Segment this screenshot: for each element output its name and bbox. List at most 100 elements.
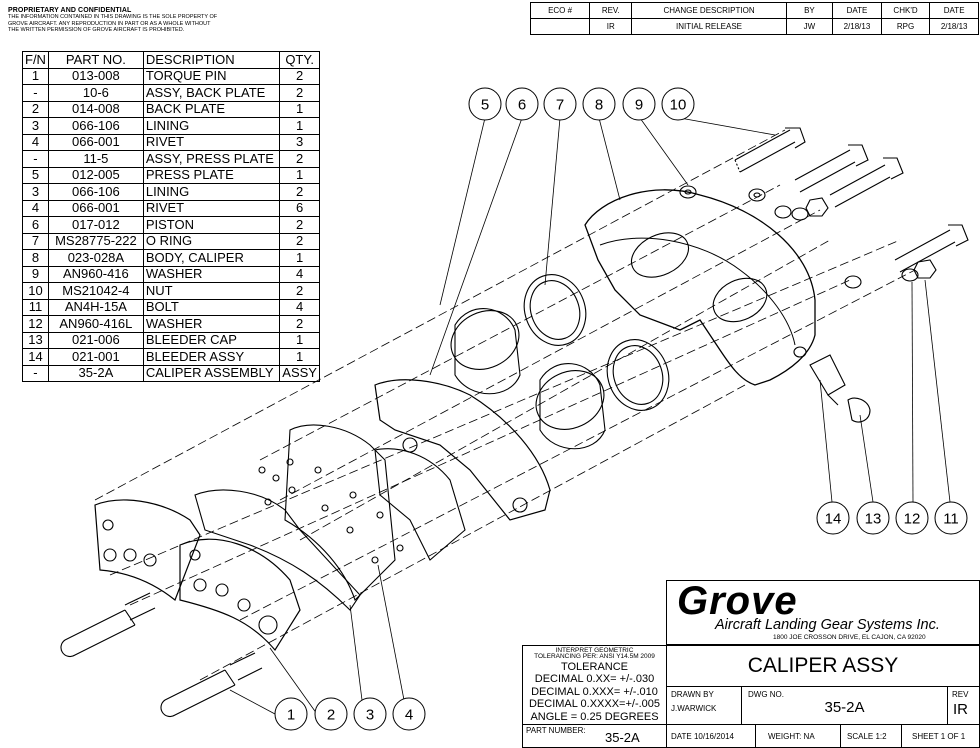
caliper-body bbox=[584, 189, 816, 386]
balloon: 2 bbox=[314, 697, 348, 731]
parts-cell: 012-005 bbox=[47, 166, 144, 184]
rev-cell: IR bbox=[589, 18, 633, 35]
rev-value: IR bbox=[953, 701, 968, 718]
back-plate bbox=[94, 499, 201, 601]
balloons-top: 5 6 7 8 9 10 bbox=[468, 87, 695, 121]
balloon: 9 bbox=[622, 87, 656, 121]
o-ring bbox=[523, 274, 587, 346]
scale-value: SCALE 1:2 bbox=[847, 732, 887, 741]
rev-cell: INITIAL RELEASE bbox=[631, 18, 787, 35]
tol-heading: INTERPRET GEOMETRIC bbox=[555, 647, 634, 654]
balloon: 12 bbox=[895, 501, 929, 535]
parts-cell: 2 bbox=[279, 84, 320, 102]
balloon: 13 bbox=[856, 501, 890, 535]
tol-line: ANGLE = 0.25 DEGREES bbox=[530, 710, 659, 723]
part-number-cell: PART NUMBER: 35-2A bbox=[522, 724, 667, 748]
rev-label: REV bbox=[952, 690, 969, 699]
balloon-label: 11 bbox=[943, 511, 959, 528]
revision-block: ECO # REV. CHANGE DESCRIPTION BY DATE CH… bbox=[529, 2, 979, 35]
explode-lines bbox=[94, 129, 916, 681]
drawn-by-label: DRAWN BY bbox=[671, 690, 714, 699]
parts-cell: MS28775-222 bbox=[47, 232, 144, 250]
parts-cell: 2 bbox=[279, 183, 320, 201]
bleeder-cap bbox=[847, 397, 871, 423]
scale-cell: SCALE 1:2 bbox=[840, 724, 902, 748]
balloon-label: 12 bbox=[904, 511, 921, 528]
balloons-bottom: 1 2 3 4 bbox=[274, 697, 426, 731]
parts-cell: 023-028A bbox=[47, 249, 144, 267]
title-cell: CALIPER ASSY bbox=[666, 645, 980, 687]
company-logo: Grove bbox=[677, 579, 798, 623]
parts-cell: ASSY, PRESS PLATE bbox=[142, 150, 281, 168]
nuts bbox=[805, 197, 937, 279]
parts-cell: 2 bbox=[279, 315, 320, 333]
back-plate-holes bbox=[102, 519, 278, 635]
weight-cell: WEIGHT: NA bbox=[755, 724, 841, 748]
parts-cell: WASHER bbox=[142, 315, 281, 333]
balloon: 8 bbox=[582, 87, 616, 121]
press-plate bbox=[374, 379, 551, 521]
tol-heading: TOLERANCING PER: ANSI Y14.5M 2009 bbox=[534, 653, 655, 660]
parts-header-cell: PART NO. bbox=[47, 51, 144, 69]
balloon: 4 bbox=[392, 697, 426, 731]
balloons-right: 14 13 12 11 bbox=[816, 501, 968, 535]
part-number-label: PART NUMBER: bbox=[526, 726, 586, 735]
tolerance-lines: DECIMAL 0.XX= +/-.030 DECIMAL 0.XXX= +/-… bbox=[523, 673, 666, 723]
parts-cell: LINING bbox=[142, 183, 281, 201]
weight-value: WEIGHT: NA bbox=[768, 732, 815, 741]
rev-cell: 2/18/13 bbox=[929, 18, 979, 35]
rev-cell: JW bbox=[785, 18, 834, 35]
parts-cell: BLEEDER CAP bbox=[142, 331, 281, 349]
confidential-text: THE INFORMATION CONTAINED IN THIS DRAWIN… bbox=[8, 14, 268, 34]
parts-cell: PRESS PLATE bbox=[142, 166, 281, 184]
parts-cell: CALIPER ASSEMBLY bbox=[142, 364, 281, 382]
balloon-label: 14 bbox=[825, 511, 842, 528]
piston bbox=[454, 308, 521, 395]
parts-cell: BLEEDER ASSY bbox=[142, 348, 281, 366]
part-number-value: 35-2A bbox=[605, 730, 640, 745]
parts-cell: 1 bbox=[279, 166, 320, 184]
lining-pad bbox=[194, 489, 361, 611]
parts-cell: BACK PLATE bbox=[142, 100, 281, 118]
balloon-label: 13 bbox=[865, 511, 882, 528]
balloon-label: 10 bbox=[670, 97, 687, 114]
parts-header-cell: F/N bbox=[22, 51, 49, 69]
torque-pin bbox=[60, 592, 156, 658]
balloon: 7 bbox=[543, 87, 577, 121]
parts-cell: AN4H-15A bbox=[47, 298, 144, 316]
balloon-label: 9 bbox=[635, 97, 643, 114]
lining-pad bbox=[284, 424, 396, 602]
balloon-label: 1 bbox=[287, 707, 295, 724]
parts-cell: TORQUE PIN bbox=[142, 67, 281, 85]
confidential-title: PROPRIETARY AND CONFIDENTIAL bbox=[8, 7, 132, 14]
tolerance-label: TOLERANCE bbox=[560, 661, 629, 673]
balloon: 3 bbox=[353, 697, 387, 731]
drawing-title: CALIPER ASSY bbox=[747, 654, 899, 677]
date-cell: DATE 10/16/2014 bbox=[666, 724, 756, 748]
sheet-cell: SHEET 1 OF 1 bbox=[901, 724, 980, 748]
company-address: 1800 JOE CROSSON DRIVE, EL CAJON, CA 920… bbox=[773, 634, 926, 641]
dwg-no-label: DWG NO. bbox=[748, 690, 784, 699]
drawn-by-cell: DRAWN BY J.WARWICK bbox=[666, 686, 742, 725]
balloon-label: 4 bbox=[405, 707, 413, 724]
leader-lines bbox=[229, 117, 951, 715]
parts-cell: AN960-416 bbox=[47, 265, 144, 283]
confidential-line: THE INFORMATION CONTAINED IN THIS DRAWIN… bbox=[8, 14, 218, 20]
bolt bbox=[829, 157, 904, 208]
balloon-label: 8 bbox=[595, 97, 603, 114]
balloon: 1 bbox=[274, 697, 308, 731]
parts-cell: ASSY bbox=[279, 364, 320, 382]
piston bbox=[539, 363, 606, 450]
